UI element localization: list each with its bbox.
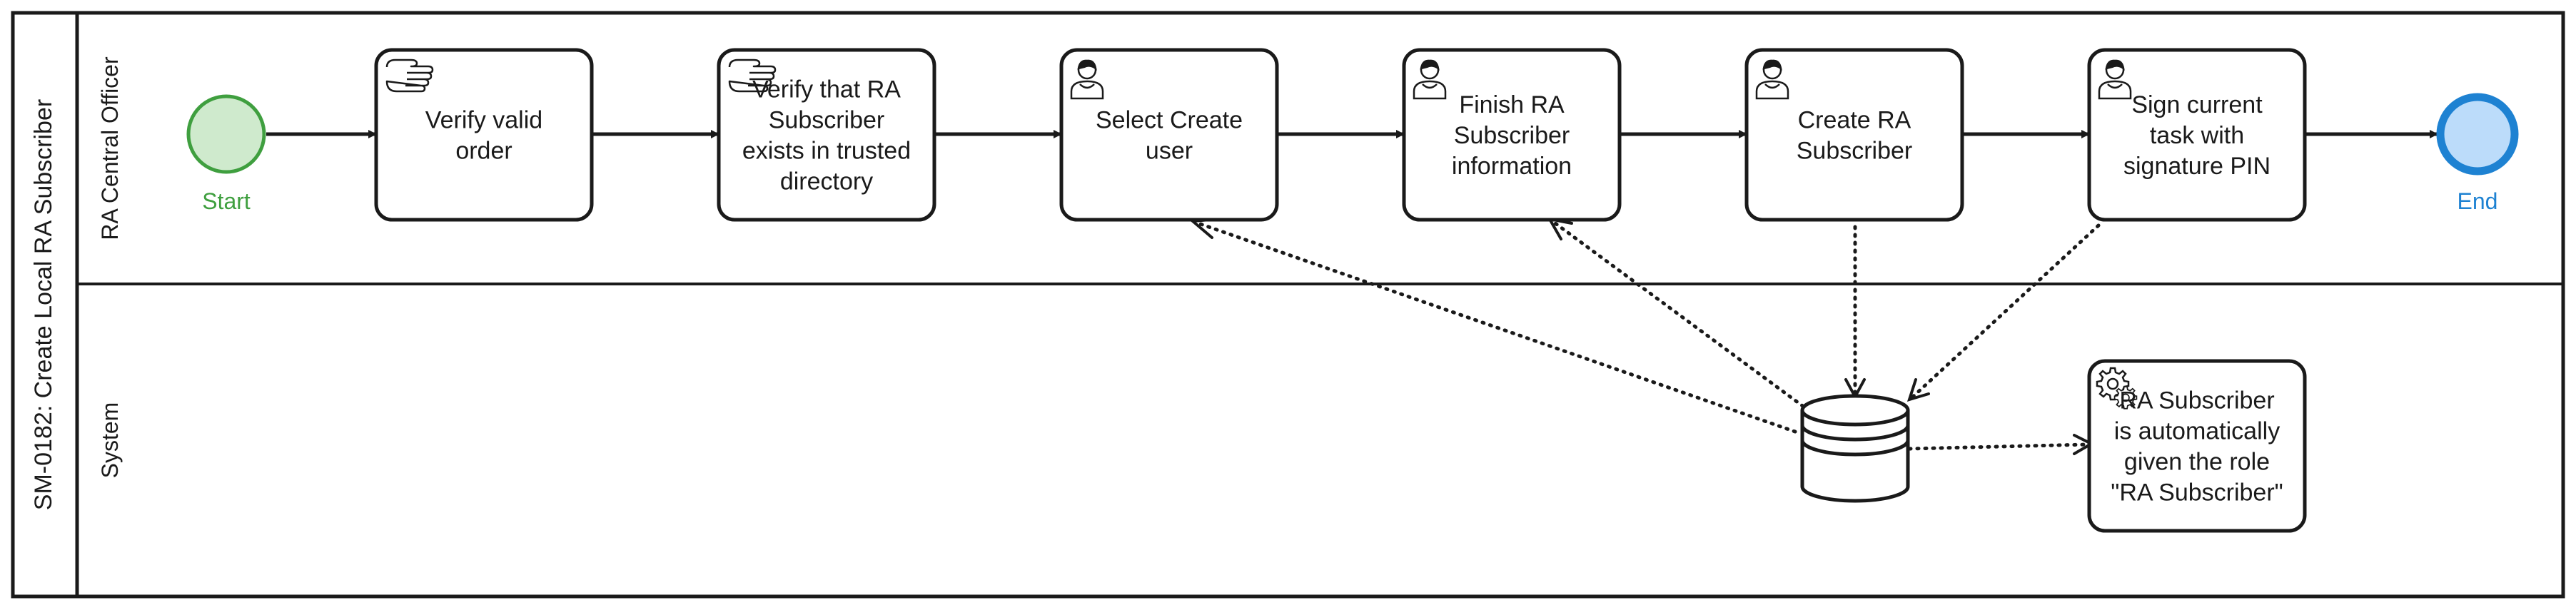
task-label: Select Create user [1096, 107, 1243, 165]
task-label: Sign current task with signature PIN [2123, 91, 2271, 180]
database-icon [1800, 394, 1910, 503]
lane-label-ra-central-officer: RA Central Officer [97, 56, 123, 240]
task-label-line: directory [780, 168, 873, 195]
hand-icon [385, 59, 434, 93]
task-label-line: Verify valid [425, 107, 542, 134]
task-box [1402, 48, 1622, 222]
task-label-line: signature PIN [2123, 153, 2271, 180]
task-label-line: RA Subscriber [2119, 387, 2274, 415]
task-box [2087, 359, 2307, 533]
task-label-line: exists in trusted [742, 138, 911, 165]
task-label-line: Subscriber [769, 107, 885, 134]
task-label-line: Verify that RA [752, 76, 901, 103]
assoc-sign-task-to-db [1911, 223, 2101, 399]
task-label: Verify that RA Subscriber exists in truste… [742, 76, 911, 195]
task-label-line: information [1452, 153, 1572, 180]
task-box [717, 48, 936, 222]
assoc-db-to-finish-info [1553, 221, 1812, 413]
task-select-create-user: Select Create user [1059, 48, 1279, 222]
pool-title: SM-0182: Create Local RA Subscriber [30, 99, 57, 510]
user-icon [2098, 59, 2132, 100]
task-assign-role-automatically: RA Subscriber is automatically given the r… [2087, 359, 2307, 533]
task-label-line: Select Create [1096, 107, 1243, 134]
user-icon [1755, 59, 1789, 100]
assoc-db-to-select-create [1196, 221, 1797, 434]
task-label: Verify valid order [425, 107, 542, 165]
task-box [1059, 48, 1279, 222]
task-label-line: user [1146, 138, 1193, 165]
task-box [374, 48, 594, 222]
data-associations [1196, 221, 2101, 451]
task-label: Create RA Subscriber [1797, 107, 1913, 165]
hand-icon [728, 59, 777, 93]
assoc-db-to-role-task [1907, 442, 2090, 451]
gears-icon [2096, 367, 2138, 410]
start-circle [186, 94, 266, 174]
task-label-line: Finish RA [1459, 91, 1565, 118]
start-event: Start [186, 94, 266, 214]
task-label-line: Create RA [1798, 107, 1911, 134]
task-label-line: is automatically [2114, 418, 2280, 445]
task-label: Finish RA Subscriber information [1452, 91, 1572, 180]
task-label-line: Sign current [2131, 91, 2263, 118]
task-box [1744, 48, 1964, 222]
task-label-line: given the role [2124, 449, 2270, 476]
end-event: End [2436, 93, 2519, 214]
assoc-arrowhead-db-right [1906, 378, 1930, 402]
task-sign-current-task: Sign current task with signature PIN [2087, 48, 2307, 222]
end-label: End [2458, 188, 2498, 214]
user-icon [1413, 59, 1447, 100]
task-create-ra-subscriber: Create RA Subscriber [1744, 48, 1964, 222]
task-label-line: task with [2150, 122, 2244, 149]
task-label-line: order [455, 138, 512, 165]
task-label: RA Subscriber is automatically given the r… [2111, 387, 2283, 507]
task-label-line: "RA Subscriber" [2111, 479, 2283, 507]
end-circle [2436, 93, 2519, 176]
task-box [2087, 48, 2307, 222]
task-verify-ra-subscriber-directory: Verify that RA Subscriber exists in truste… [717, 48, 936, 222]
user-icon [1070, 59, 1104, 100]
task-label-line: Subscriber [1797, 138, 1913, 165]
start-label: Start [202, 188, 251, 214]
task-label-line: Subscriber [1454, 122, 1570, 149]
task-finish-ra-subscriber-information: Finish RA Subscriber information [1402, 48, 1622, 222]
task-verify-valid-order: Verify valid order [374, 48, 594, 222]
lane-label-system: System [97, 402, 123, 479]
